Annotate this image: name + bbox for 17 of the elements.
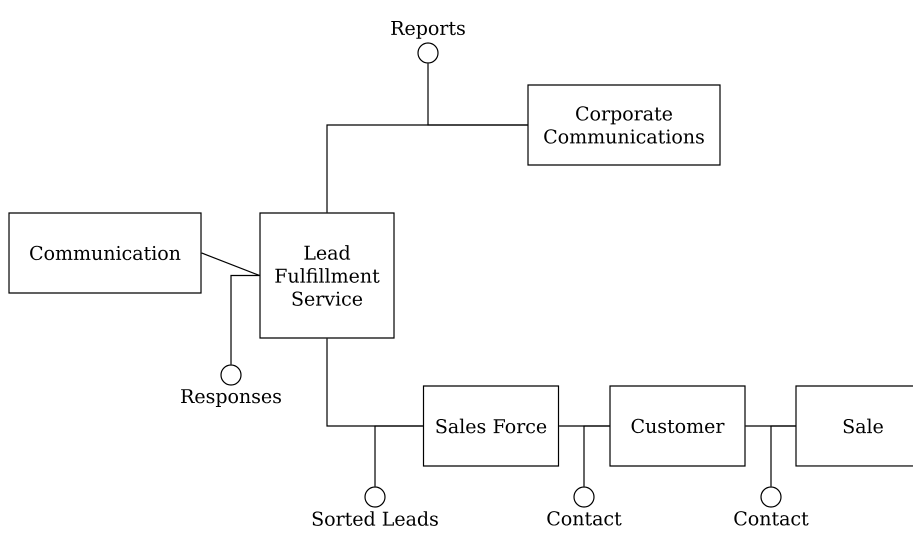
- connector-line: [374, 425, 423, 486]
- process-box: Corporate Communications: [527, 84, 721, 166]
- connector-line: [201, 252, 260, 276]
- connector-line: [770, 425, 796, 486]
- process-box: Communication: [8, 212, 202, 294]
- node-label: Reports: [391, 20, 465, 39]
- node-label: Responses: [181, 389, 281, 407]
- process-box: Lead Fulfillment Service: [259, 212, 395, 339]
- connector-line: [230, 274, 260, 364]
- process-box: Sales Force: [422, 385, 560, 467]
- connector-line: [583, 425, 610, 486]
- process-box: Sale: [795, 385, 913, 467]
- connector-line: [427, 64, 528, 126]
- node-label: Contact: [547, 511, 622, 526]
- node-label: Sorted Leads: [312, 511, 438, 526]
- node-label: Contact: [734, 511, 809, 526]
- process-box: Customer: [609, 385, 746, 467]
